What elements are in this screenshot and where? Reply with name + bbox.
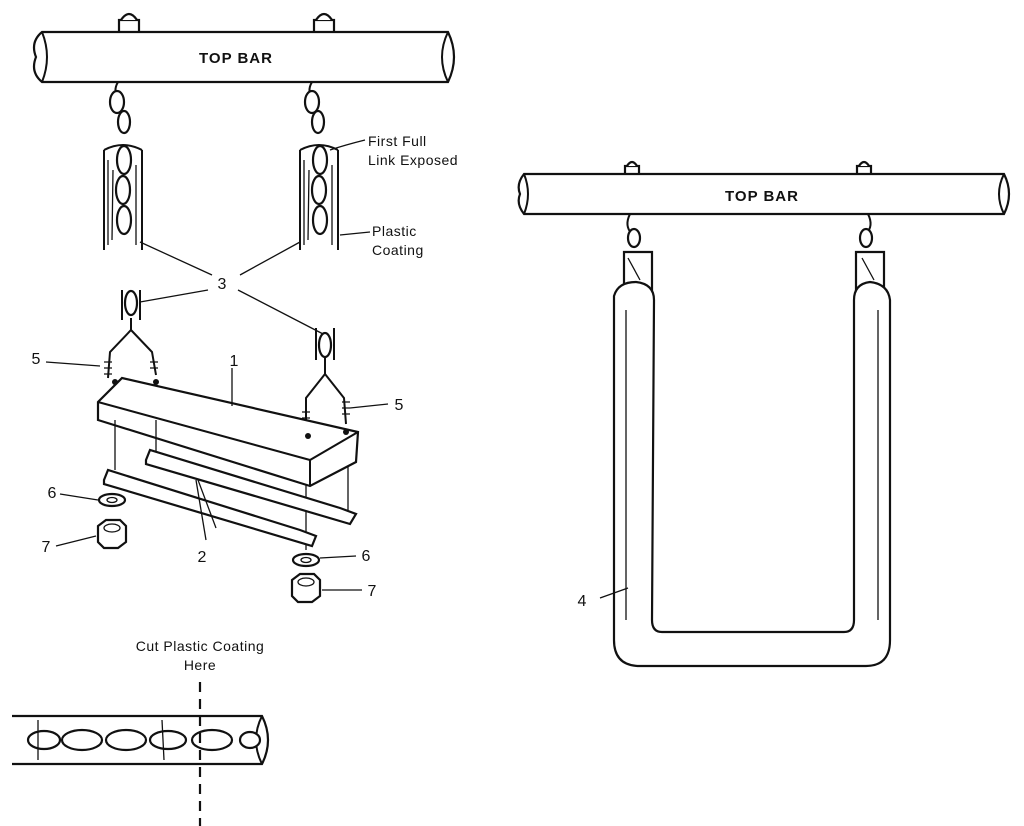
swing-seat: 1 xyxy=(96,353,360,488)
callout-first-full-link: First Full Link Exposed xyxy=(329,133,458,168)
callout-plastic-coating: Plastic Coating xyxy=(339,223,424,258)
trapeze-bar: 4 xyxy=(578,213,892,668)
left-top-bar: TOP BAR xyxy=(32,12,456,84)
right-top-bar: TOP BAR xyxy=(517,160,1011,216)
callout-first-full-link-line1: First Full xyxy=(368,133,427,149)
part-7-left-label: 7 xyxy=(42,539,51,556)
part-6-right-label: 6 xyxy=(362,548,371,565)
part-1-label: 1 xyxy=(230,353,239,370)
part-5-right-label: 5 xyxy=(395,397,404,414)
callout-plastic-coating-line2: Coating xyxy=(372,242,424,258)
cut-coating-detail: Cut Plastic Coating Here xyxy=(12,638,270,826)
callout-first-full-link-line2: Link Exposed xyxy=(368,152,458,168)
right-nut: 7 xyxy=(290,572,377,604)
right-top-bar-label: TOP BAR xyxy=(725,188,799,205)
part-2-label: 2 xyxy=(198,549,207,566)
part-5-left-label: 5 xyxy=(32,351,41,368)
part-4-label: 4 xyxy=(578,593,587,610)
right-washer: 6 xyxy=(291,548,371,568)
left-top-bolt-1 xyxy=(117,12,141,36)
cut-instruction-line1: Cut Plastic Coating xyxy=(136,638,265,654)
right-seat-hook xyxy=(302,328,350,432)
part-7-right-label: 7 xyxy=(368,583,377,600)
bolt-guide-lines xyxy=(114,420,349,550)
left-top-bar-label: TOP BAR xyxy=(199,50,273,67)
part-3-callout: 3 xyxy=(139,241,326,336)
left-chain-1 xyxy=(103,81,143,250)
part-3-label: 3 xyxy=(218,276,227,293)
part-5-right-callout: 5 xyxy=(349,397,404,414)
part-6-left-label: 6 xyxy=(48,485,57,502)
seat-straps: 2 xyxy=(102,448,358,566)
callout-plastic-coating-line1: Plastic xyxy=(372,223,417,239)
left-seat-hook xyxy=(104,289,158,379)
cut-instruction-line2: Here xyxy=(184,657,216,673)
left-washer: 6 xyxy=(48,485,127,508)
left-chain-2 xyxy=(299,81,339,250)
right-top-bolt-1 xyxy=(623,160,641,178)
part-5-left-callout: 5 xyxy=(32,351,101,368)
left-nut: 7 xyxy=(42,518,128,556)
